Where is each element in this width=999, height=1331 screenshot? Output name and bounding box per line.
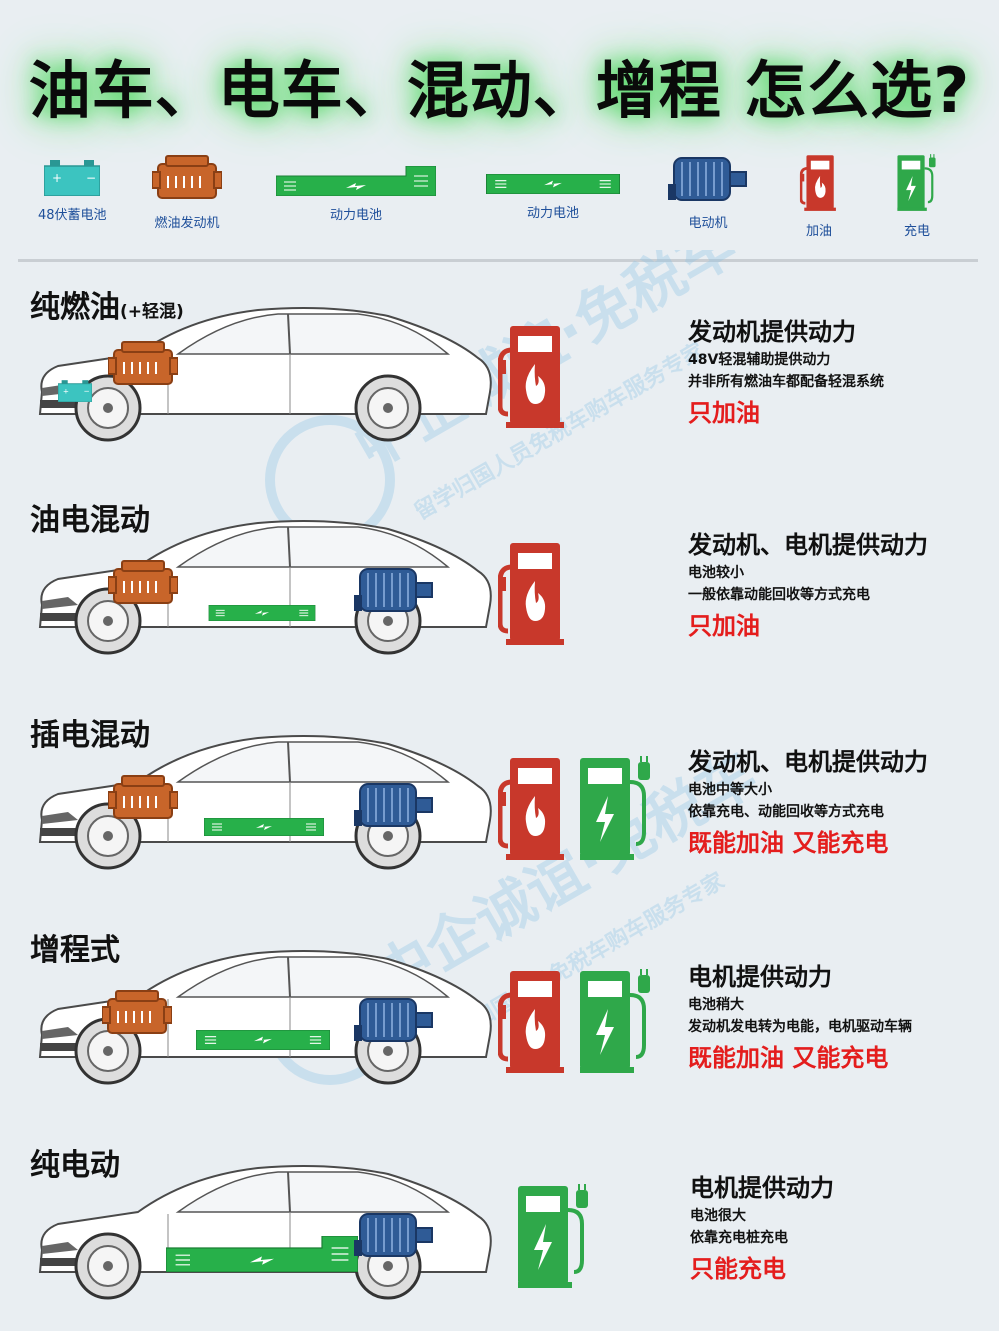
charge-pump-icon	[514, 1180, 594, 1290]
engine-icon	[152, 154, 222, 204]
fuel-pump-icon	[498, 965, 568, 1075]
legend-motor: 电动机	[668, 154, 748, 231]
section-title-text: 纯燃油	[30, 290, 120, 325]
legend-label: 充电	[903, 224, 930, 239]
legend-label: 燃油发动机	[154, 216, 220, 231]
section-phev: 插电混动 发动机、电机提供动力 电池中等大小 依靠充电、动能回收等方式充电 既能…	[0, 710, 999, 920]
section-title: 油电混动	[30, 503, 150, 538]
section-title: 增程式	[30, 933, 120, 968]
info-head: 发动机、电机提供动力	[688, 748, 928, 776]
legend-power-battery-2: 动力电池	[486, 174, 620, 221]
legend-label: 48伏蓄电池	[38, 208, 107, 223]
info-head: 电机提供动力	[688, 963, 832, 991]
section-info: 电机提供动力 电池稍大 发动机发电转为电能，电机驱动车辆 既能加油 又能充电	[688, 957, 912, 1073]
battery-icon	[486, 174, 620, 194]
section-title: 纯燃油(+轻混)	[30, 282, 184, 326]
section-info: 发动机提供动力 48V轻混辅助提供动力 并非所有燃油车都配备轻混系统 只加油	[688, 312, 884, 428]
section-hev: 油电混动 发动机、电机提供动力 电池较小 一般依靠动能回收等方式充电 只加油	[0, 495, 999, 705]
section-title: 插电混动	[30, 718, 150, 753]
legend-fuel: 加油	[798, 152, 840, 239]
info-emph: 只能充电	[690, 1255, 786, 1283]
section-info: 发动机、电机提供动力 电池中等大小 依靠充电、动能回收等方式充电 既能加油 又能…	[688, 742, 928, 858]
info-line: 48V轻混辅助提供动力	[688, 352, 831, 368]
fuel-pump-icon	[798, 152, 840, 212]
battery-icon	[209, 605, 316, 621]
legend-power-battery-1: 动力电池	[276, 166, 436, 223]
legend-battery48: 48伏蓄电池	[38, 160, 107, 223]
legend-label: 动力电池	[526, 206, 579, 221]
section-info: 发动机、电机提供动力 电池较小 一般依靠动能回收等方式充电 只加油	[688, 525, 928, 641]
info-head: 电机提供动力	[690, 1174, 834, 1202]
battery-icon	[204, 818, 324, 836]
info-emph: 既能加油 又能充电	[688, 1044, 889, 1072]
section-pure-fuel: 纯燃油(+轻混) 发动机提供动力 48V轻混辅助提供动力 并非所有燃油车都配备轻…	[0, 282, 999, 492]
fuel-pump-icon	[498, 537, 568, 647]
info-line: 依靠充电桩充电	[690, 1230, 788, 1246]
charge-pump-icon	[576, 752, 656, 862]
info-head: 发动机、电机提供动力	[688, 531, 928, 559]
battery48-icon	[58, 380, 92, 402]
section-subtitle: (+轻混)	[120, 302, 184, 322]
car-diagram	[28, 509, 498, 659]
car-diagram	[28, 1154, 498, 1304]
page-title: 油车、电车、混动、增程 怎么选?	[28, 54, 971, 127]
legend-label: 动力电池	[329, 208, 382, 223]
car-diagram	[28, 724, 498, 874]
battery48-icon	[44, 160, 100, 196]
info-line: 电池很大	[690, 1208, 746, 1224]
charge-pump-icon	[894, 152, 940, 212]
legend-engine: 燃油发动机	[152, 154, 222, 231]
section-bev: 纯电动 电机提供动力 电池很大 依靠充电桩充电 只能充电	[0, 1140, 999, 1331]
car-diagram	[28, 296, 498, 446]
info-line: 电池较小	[688, 565, 744, 581]
info-line: 电池稍大	[688, 997, 744, 1013]
info-emph: 只加油	[688, 399, 760, 427]
info-emph: 只加油	[688, 612, 760, 640]
legend-charge: 充电	[894, 152, 940, 239]
charge-pump-icon	[576, 965, 656, 1075]
section-title: 纯电动	[30, 1148, 120, 1183]
section-erev: 增程式 电机提供动力 电池稍大 发动机发电转为电能，电机驱动车辆 既能加油 又能…	[0, 925, 999, 1135]
fuel-pump-icon	[498, 752, 568, 862]
info-line: 发动机发电转为电能，电机驱动车辆	[688, 1019, 912, 1035]
info-line: 一般依靠动能回收等方式充电	[688, 587, 870, 603]
battery-icon	[196, 1030, 330, 1050]
legend-label: 加油	[805, 224, 832, 239]
legend: 48伏蓄电池 燃油发动机 动力电池 动力电池 电动机 加油 充电	[0, 160, 999, 260]
info-line: 电池中等大小	[688, 782, 772, 798]
info-head: 发动机提供动力	[688, 318, 856, 346]
motor-icon	[668, 154, 748, 204]
battery-icon	[276, 166, 436, 196]
car-diagram	[28, 939, 498, 1089]
info-emph: 既能加油 又能充电	[688, 829, 889, 857]
divider	[18, 259, 978, 262]
section-info: 电机提供动力 电池很大 依靠充电桩充电 只能充电	[690, 1168, 834, 1284]
info-line: 并非所有燃油车都配备轻混系统	[688, 374, 884, 390]
fuel-pump-icon	[498, 320, 568, 430]
legend-label: 电动机	[688, 216, 728, 231]
info-line: 依靠充电、动能回收等方式充电	[688, 804, 884, 820]
